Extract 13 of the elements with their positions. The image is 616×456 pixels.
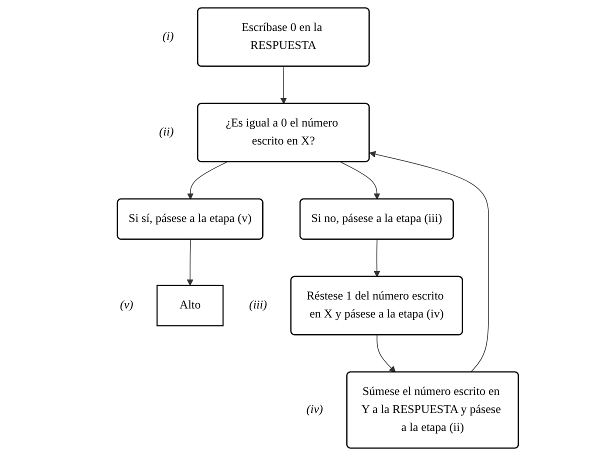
arrow — [374, 239, 380, 278]
arrow — [369, 151, 489, 373]
node-label: (i) — [162, 30, 174, 44]
arrow — [280, 66, 287, 104]
arrow — [186, 239, 194, 286]
arrow — [340, 162, 380, 200]
arrow — [376, 334, 396, 373]
node-label: (iii) — [249, 298, 268, 312]
node-label: (v) — [120, 298, 134, 312]
node-box — [156, 284, 224, 326]
node-label: (iv) — [306, 403, 323, 416]
arrow — [187, 162, 228, 200]
node-label: (ii) — [159, 126, 174, 138]
